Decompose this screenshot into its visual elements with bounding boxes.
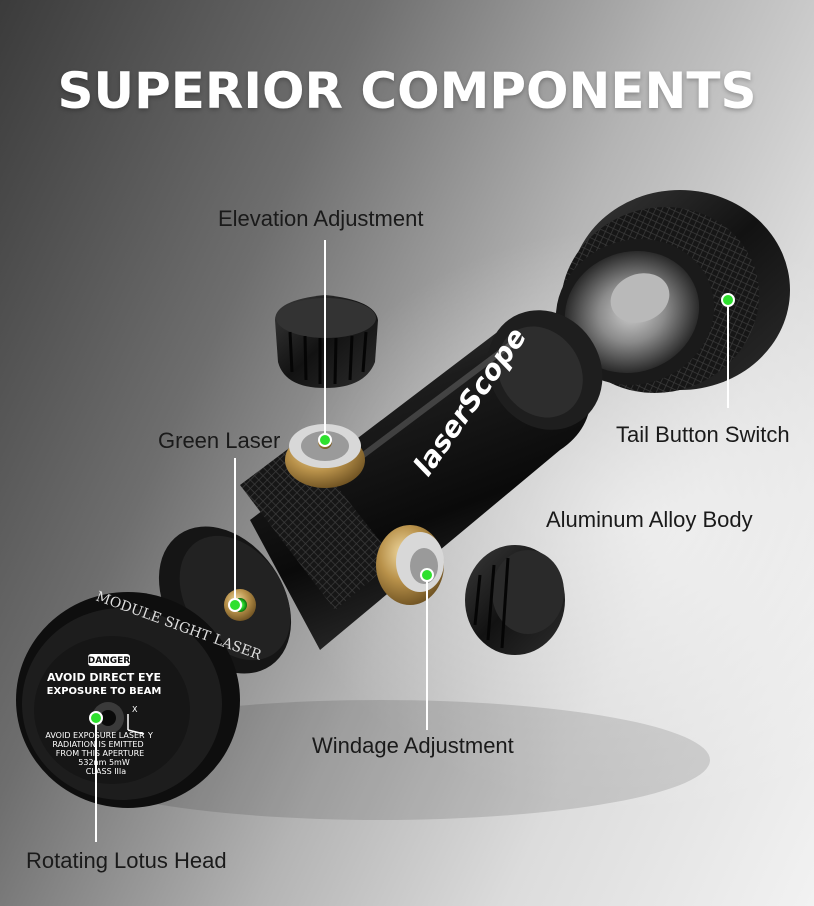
tail-switch-dot <box>721 293 735 307</box>
axis-y-label: Y <box>147 731 153 740</box>
tail-cap <box>555 190 790 393</box>
windage-dot <box>420 568 434 582</box>
callout-lotus-head: Rotating Lotus Head <box>26 848 227 873</box>
fine-print-3: FROM THIS APERTURE <box>56 749 144 758</box>
callout-body: Aluminum Alloy Body <box>546 507 753 532</box>
elevation-cap <box>275 295 378 388</box>
green-laser-dot <box>228 598 242 612</box>
danger-badge: DANGER <box>88 656 131 666</box>
callout-windage: Windage Adjustment <box>312 733 514 758</box>
indicator-dots <box>89 293 735 725</box>
callout-green-laser: Green Laser <box>158 428 281 453</box>
axis-x-label: X <box>132 705 138 714</box>
warning-line-1: AVOID DIRECT EYE <box>47 671 161 684</box>
callout-tail-switch: Tail Button Switch <box>616 422 790 447</box>
warning-line-2: EXPOSURE TO BEAM <box>47 686 162 697</box>
lotus-head-dot <box>89 711 103 725</box>
lotus-head-cap: DANGER AVOID DIRECT EYE EXPOSURE TO BEAM… <box>16 589 264 808</box>
callout-elevation: Elevation Adjustment <box>218 206 424 231</box>
fine-print-2: RADIATION IS EMITTED <box>52 740 143 749</box>
fine-print-5: CLASS IIIa <box>86 767 126 776</box>
headline: SUPERIOR COMPONENTS <box>57 62 757 120</box>
elevation-dot <box>318 433 332 447</box>
callout-lines <box>95 240 729 842</box>
fine-print-4: 532nm 5mW <box>78 758 130 767</box>
windage-cap <box>465 545 565 655</box>
windage-turret <box>376 525 444 605</box>
